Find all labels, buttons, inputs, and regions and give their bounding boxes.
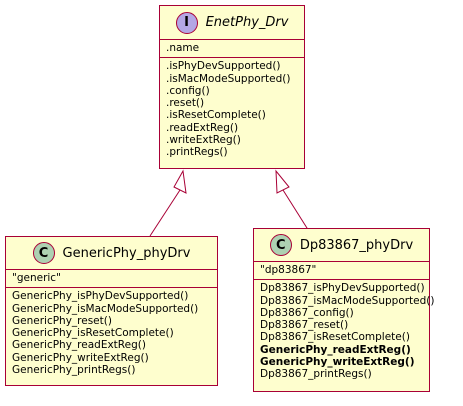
- method: GenericPhy_writeExtReg(): [12, 351, 149, 364]
- method: Dp83867_isResetComplete(): [260, 331, 410, 344]
- methods-section: GenericPhy_isPhyDevSupported() GenericPh…: [6, 287, 217, 379]
- method: .printRegs(): [166, 146, 228, 159]
- method: Dp83867_reset(): [260, 319, 349, 332]
- class-name: GenericPhy_phyDrv: [62, 245, 191, 261]
- class-name: Dp83867_phyDrv: [299, 237, 414, 253]
- interface-badge-icon: I: [175, 11, 198, 34]
- method: GenericPhy_printRegs(): [12, 364, 136, 377]
- method: .isMacModeSupported(): [166, 72, 291, 85]
- method: .config(): [166, 84, 210, 97]
- field: "dp83867": [260, 264, 317, 276]
- method: GenericPhy_readExtReg(): [12, 339, 146, 352]
- method: Dp83867_isMacModeSupported(): [260, 294, 435, 307]
- method: Dp83867_printRegs(): [260, 368, 372, 381]
- arrow-dp-to-interface: [275, 169, 313, 237]
- field: .name: [166, 42, 200, 54]
- method: .reset(): [166, 97, 205, 110]
- method: GenericPhy_isPhyDevSupported(): [12, 290, 189, 303]
- method-overridden: GenericPhy_readExtReg(): [260, 343, 411, 356]
- class-header: I EnetPhy_Drv: [160, 6, 304, 40]
- fields-section: .name: [160, 40, 304, 57]
- class-name: EnetPhy_Drv: [205, 15, 289, 30]
- method: .isPhyDevSupported(): [166, 60, 281, 73]
- methods-section: Dp83867_isPhyDevSupported() Dp83867_isMa…: [254, 279, 435, 383]
- method: GenericPhy_isMacModeSupported(): [12, 302, 199, 315]
- method: GenericPhy_isResetComplete(): [12, 327, 174, 340]
- method: Dp83867_config(): [260, 306, 354, 319]
- method: GenericPhy_reset(): [12, 314, 112, 327]
- class-badge-icon: C: [32, 242, 55, 264]
- method: .writeExtReg(): [166, 134, 241, 147]
- fields-section: "generic": [6, 270, 217, 287]
- class-dp83867-phydrv: C Dp83867_phyDrv "dp83867" Dp83867_isPhy…: [253, 228, 435, 392]
- method: Dp83867_isPhyDevSupported(): [260, 282, 425, 295]
- class-header: C Dp83867_phyDrv: [254, 229, 429, 262]
- methods-section: .isPhyDevSupported() .isMacModeSupported…: [160, 57, 304, 161]
- method: .readExtReg(): [166, 121, 239, 134]
- arrow-generic-to-interface: [149, 169, 187, 237]
- method-overridden: GenericPhy_writeExtReg(): [260, 356, 415, 369]
- class-badge-icon: C: [269, 234, 292, 256]
- class-genericphy-phydrv: C GenericPhy_phyDrv "generic" GenericPhy…: [5, 236, 218, 386]
- interface-enetphy-drv: I EnetPhy_Drv .name .isPhyDevSupported()…: [159, 5, 305, 169]
- method: .isResetComplete(): [166, 109, 266, 122]
- field: "generic": [12, 272, 61, 284]
- class-header: C GenericPhy_phyDrv: [6, 237, 217, 270]
- fields-section: "dp83867": [254, 262, 429, 279]
